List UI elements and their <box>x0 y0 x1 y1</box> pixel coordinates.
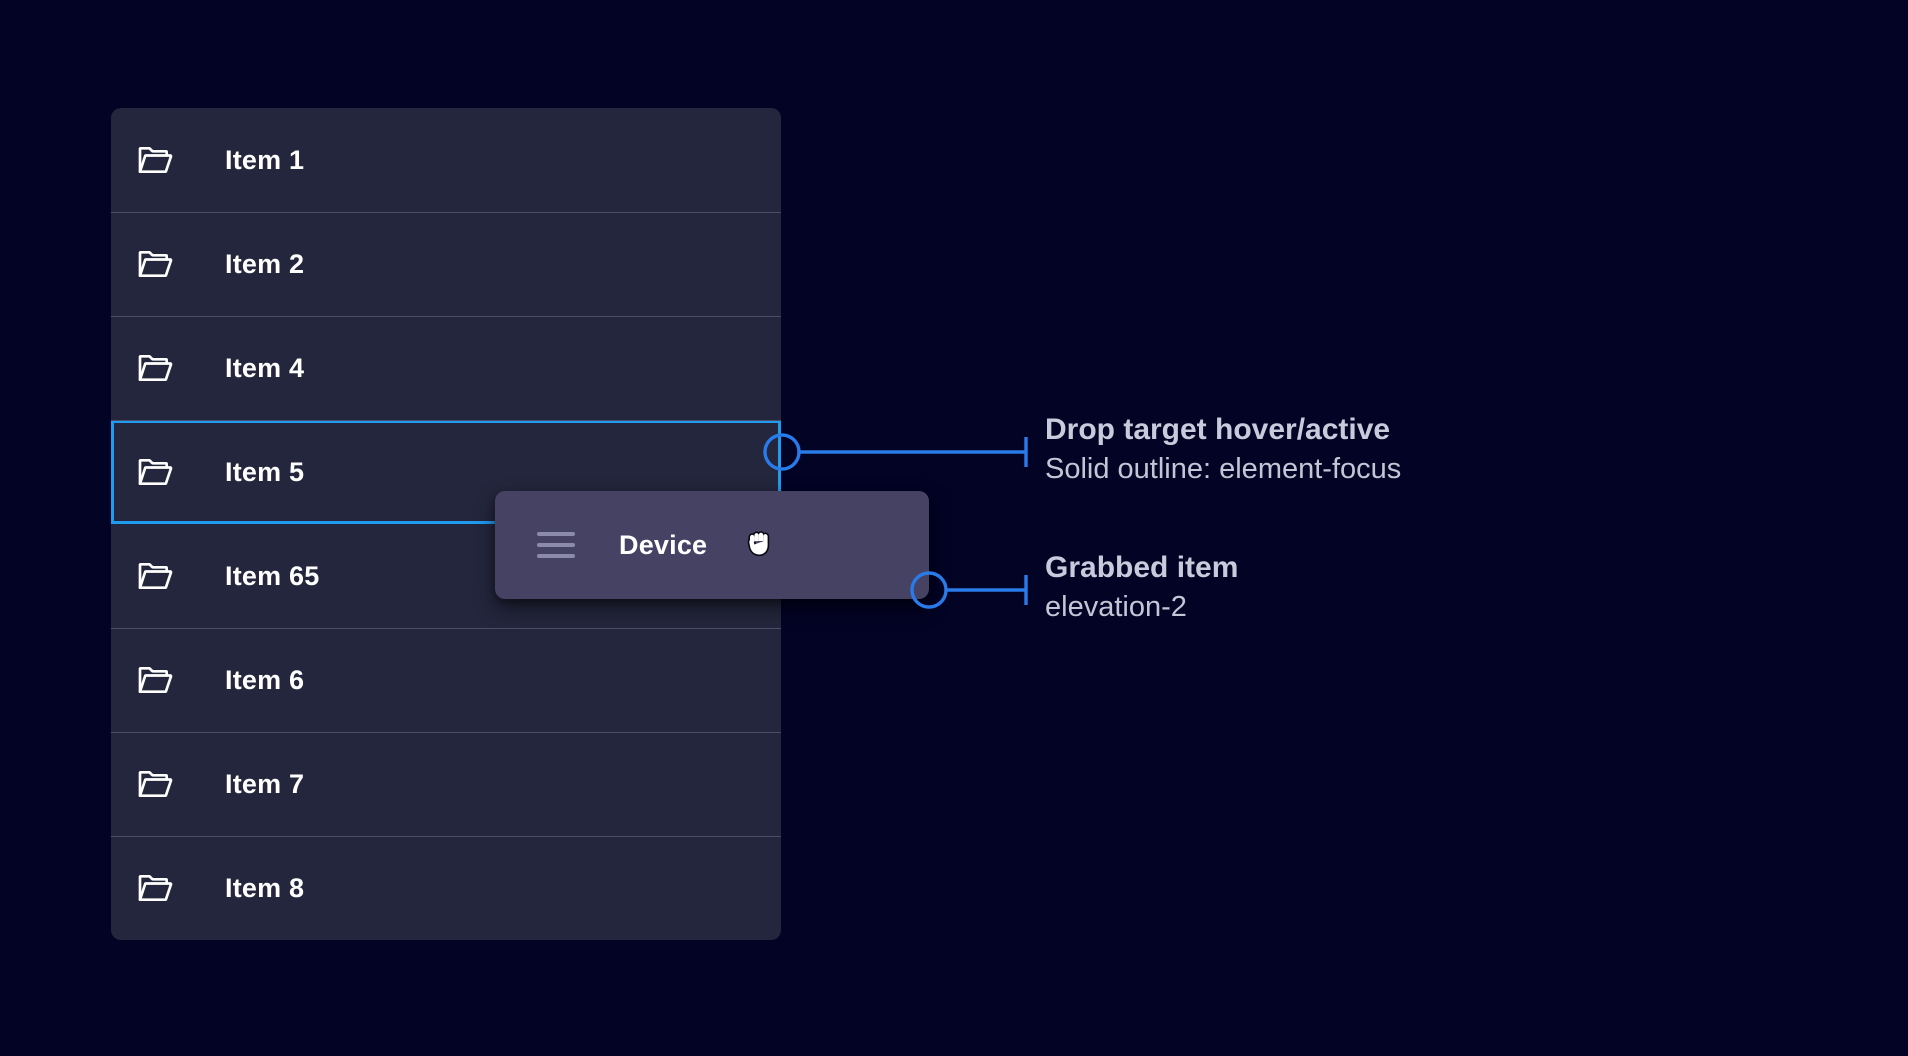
list-item[interactable]: Item 65 <box>111 524 781 628</box>
list-item-label: Item 4 <box>225 352 305 383</box>
folder-open-icon <box>138 875 173 901</box>
callout-anchor-circle <box>763 433 801 471</box>
list-item-label: Item 2 <box>225 248 305 279</box>
drop-target-callout: Drop target hover/active Solid outline: … <box>761 413 1401 490</box>
list-item-label: Item 65 <box>225 560 320 591</box>
drag-handle-icon[interactable] <box>537 532 575 558</box>
folder-open-icon <box>138 563 173 589</box>
list-item-label: Item 8 <box>225 872 305 903</box>
list-item[interactable]: Item 1 <box>111 108 781 212</box>
list-item[interactable]: Item 6 <box>111 628 781 732</box>
drag-handle-line <box>537 532 575 536</box>
list-item-drop-target-active[interactable]: Item 5 <box>111 420 781 524</box>
grabbed-item-label: Device <box>619 529 708 560</box>
list-item[interactable]: Item 4 <box>111 316 781 420</box>
drop-target-callout-leader <box>763 433 1028 471</box>
grabbing-hand-cursor <box>747 531 770 557</box>
grabbed-item-callout: Grabbed item elevation-2 <box>908 551 1238 628</box>
grabbed-item-card[interactable]: Device <box>495 491 929 599</box>
folder-open-icon <box>138 771 173 797</box>
list-item-label: Item 7 <box>225 768 305 799</box>
list-item-label: Item 6 <box>225 664 305 695</box>
grabbed-item-callout-text: Grabbed item elevation-2 <box>1045 548 1238 626</box>
drop-target-callout-title: Drop target hover/active <box>1045 413 1391 446</box>
list-item-label: Item 5 <box>225 456 305 487</box>
folder-open-icon <box>138 147 173 173</box>
folder-open-icon <box>138 459 173 485</box>
grabbed-item-callout-subtitle: elevation-2 <box>1045 590 1187 623</box>
folder-open-icon <box>138 355 173 381</box>
grabbed-item-callout-leader <box>910 571 1028 609</box>
folder-open-icon <box>138 251 173 277</box>
list-item[interactable]: Item 8 <box>111 836 781 940</box>
folder-open-icon <box>138 667 173 693</box>
list-item[interactable]: Item 2 <box>111 212 781 316</box>
grabbed-item-callout-title: Grabbed item <box>1045 551 1239 584</box>
list-item[interactable]: Item 7 <box>111 732 781 836</box>
callout-anchor-circle <box>910 571 948 609</box>
list-item-label: Item 1 <box>225 144 305 175</box>
drop-target-callout-subtitle: Solid outline: element-focus <box>1045 452 1402 485</box>
drag-handle-line <box>537 554 575 558</box>
drop-target-callout-text: Drop target hover/active Solid outline: … <box>1045 410 1401 488</box>
drag-handle-line <box>537 543 575 547</box>
